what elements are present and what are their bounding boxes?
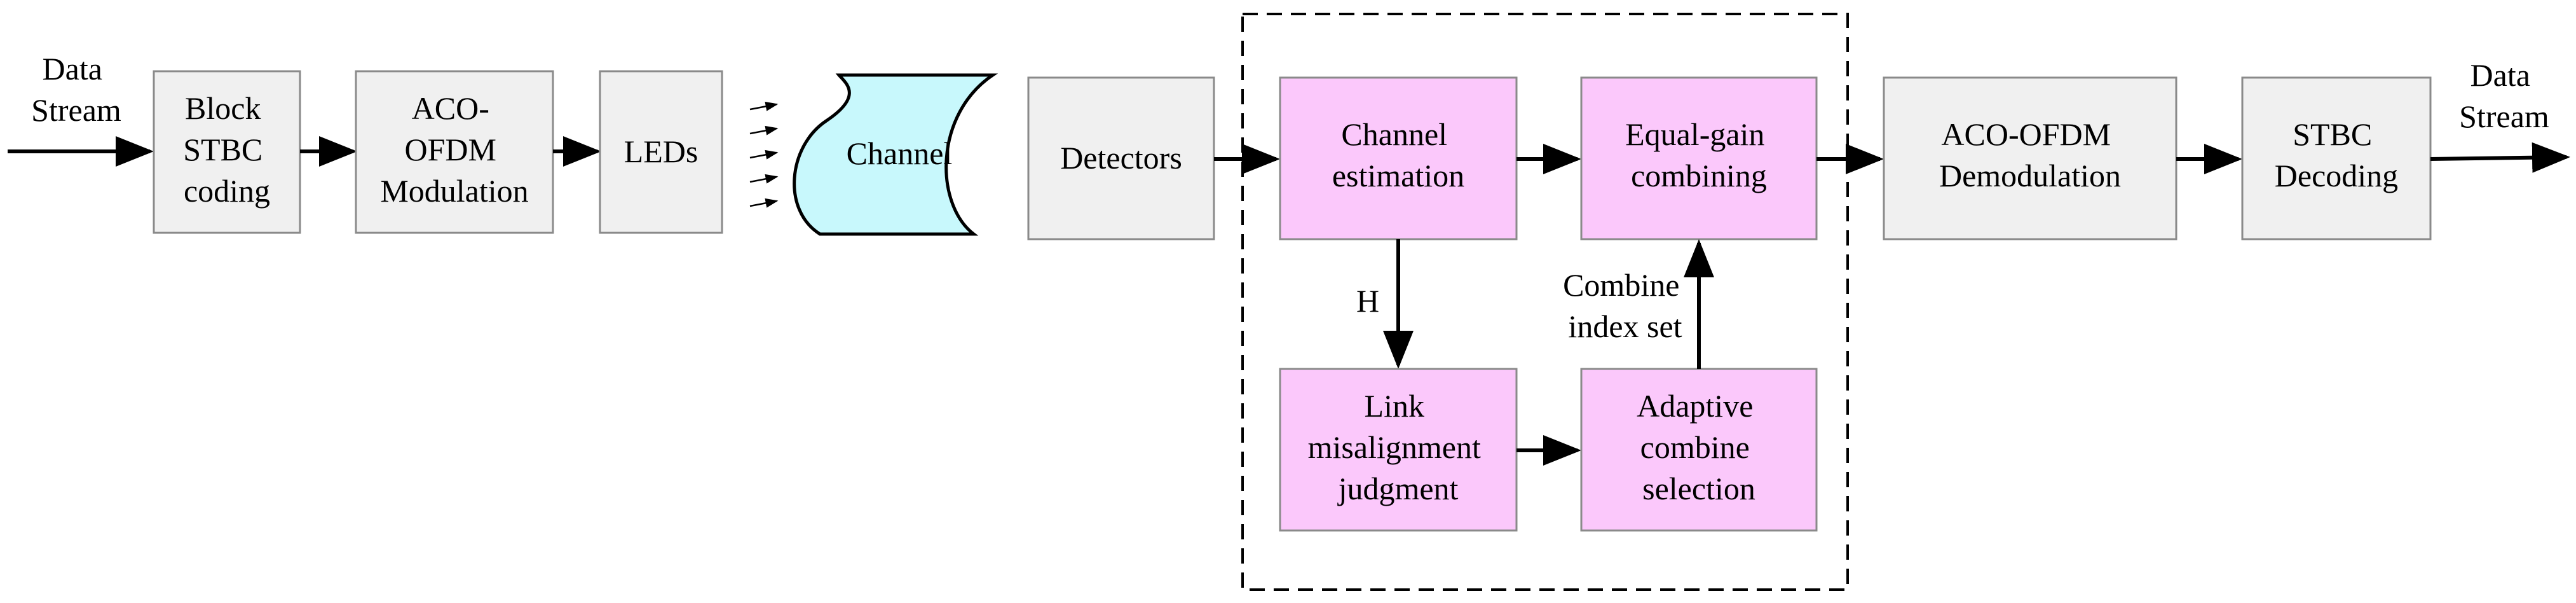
output-label: Data Stream	[2459, 57, 2549, 134]
leds-box	[599, 70, 723, 234]
stbc-decoding-label: STBC Decoding	[2275, 116, 2398, 193]
detectors-label: Detectors	[1060, 140, 1182, 176]
output-arrow	[2430, 142, 2570, 173]
detectors-box	[1027, 76, 1215, 240]
channel-shape	[793, 73, 998, 236]
input-label: Data Stream	[31, 51, 121, 128]
aco-ofdm-demodulation-box	[1883, 76, 2177, 240]
equal-gain-combining-label: Equal-gain combining	[1625, 116, 1773, 193]
aco-ofdm-demodulation-label: ACO-OFDM Demodulation	[1939, 116, 2121, 193]
aco-ofdm-modulation-label: ACO- OFDM Modulation	[380, 90, 528, 209]
equal-gain-combining-box	[1580, 76, 1818, 240]
receiver-dashed-group	[1241, 13, 1849, 591]
aco-ofdm-modulation-box	[355, 70, 554, 234]
channel-label: Channel	[847, 135, 953, 171]
block-stbc-coding-label: Block STBC coding	[183, 90, 271, 209]
link-misalignment-judgment-label: Link misalignment judgment	[1308, 388, 1489, 506]
leds-label: LEDs	[624, 134, 699, 169]
channel-estimation-label: Channel estimation	[1332, 116, 1464, 193]
h-label: H	[1356, 283, 1379, 319]
adaptive-combine-selection-label: Adaptive combine selection	[1637, 388, 1761, 506]
link-misalignment-judgment-box	[1279, 368, 1518, 532]
combine-index-set-label: Combine index set	[1563, 267, 1687, 344]
light-rays	[749, 101, 779, 208]
